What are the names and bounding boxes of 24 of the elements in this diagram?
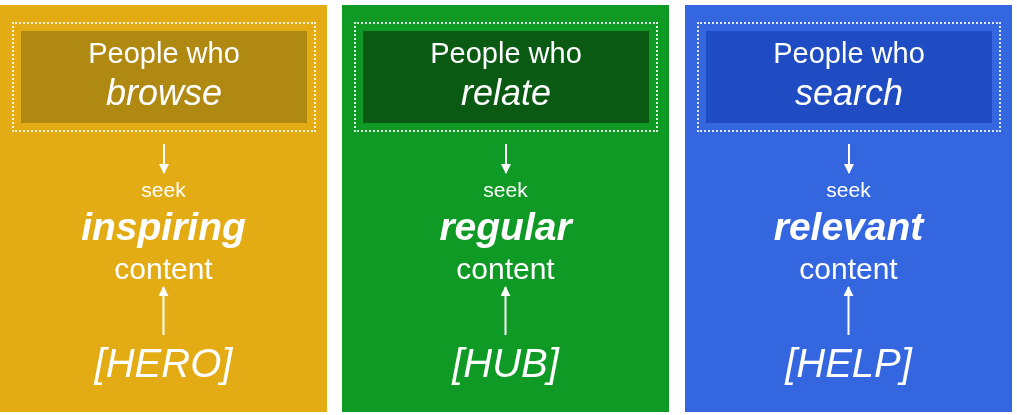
content-type: relevant <box>773 204 924 250</box>
arrow <box>844 143 854 174</box>
arrow <box>501 143 511 174</box>
column-panel <box>685 5 1012 412</box>
strategy-label: [HUB] <box>382 340 629 390</box>
content-label: content <box>799 251 898 287</box>
strategy-label: [HELP] <box>725 340 972 390</box>
arrow <box>158 286 169 336</box>
arrow <box>843 286 854 336</box>
strategy-label: [HERO] <box>40 340 287 390</box>
content-label: content <box>114 251 213 287</box>
arrow <box>159 143 169 174</box>
seek-label: seek <box>483 177 528 203</box>
audience-box: People who relate <box>354 22 658 132</box>
seek-label: seek <box>141 177 186 203</box>
content-label: content <box>456 251 555 287</box>
column-panel <box>0 5 327 412</box>
audience-box: People who search <box>697 22 1001 132</box>
content-type: regular <box>439 204 572 250</box>
arrow <box>500 286 511 336</box>
audience-box: People who browse <box>12 22 316 132</box>
column-panel <box>342 5 669 412</box>
content-type: inspiring <box>81 204 246 250</box>
seek-label: seek <box>826 177 871 203</box>
